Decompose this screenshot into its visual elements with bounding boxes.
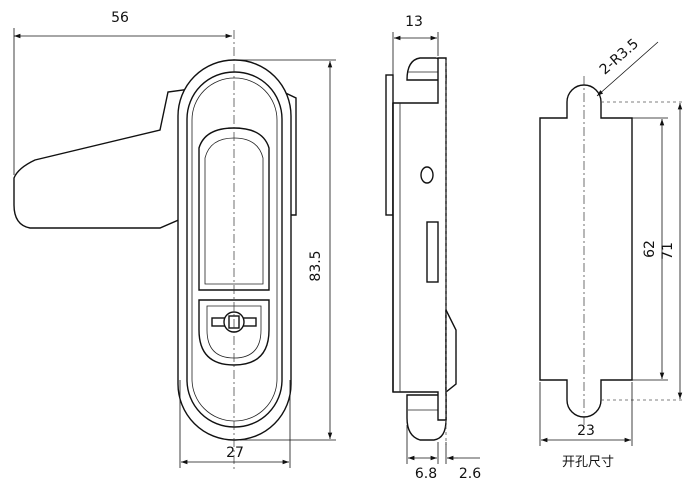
dim-label-71: 71 xyxy=(660,242,676,260)
recess-window xyxy=(198,127,270,291)
dim-label-27: 27 xyxy=(226,445,244,461)
handle-lever xyxy=(13,88,191,229)
dim-body-height: 83.5 xyxy=(240,59,336,441)
dim-label-r3-5: 2-R3.5 xyxy=(597,36,642,78)
dim-label-62: 62 xyxy=(642,240,658,258)
dim-cutout-71: 71 xyxy=(660,103,683,399)
front-view: 56 83.5 27 xyxy=(13,10,336,470)
dim-cutout-width: 23 xyxy=(539,382,633,446)
mounting-flange xyxy=(385,74,394,216)
escutcheon-rim xyxy=(191,77,278,422)
dim-label-83-5: 83.5 xyxy=(308,250,324,281)
dim-label-6-8: 6.8 xyxy=(415,466,437,481)
dim-label-13: 13 xyxy=(405,14,423,30)
dim-cutout-62: 62 xyxy=(642,119,665,379)
escutcheon-outer xyxy=(177,59,292,441)
dim-body-width: 27 xyxy=(179,380,291,468)
bottom-knob xyxy=(406,394,447,441)
side-view: 13 6.8 2.6 xyxy=(385,14,481,482)
latch-tongue xyxy=(445,309,457,394)
dim-side-parts: 6.8 2.6 xyxy=(406,425,481,482)
panel-cutout-outline xyxy=(539,84,633,418)
cutout-view: 2-R3.5 62 71 23 开孔尺寸 xyxy=(539,36,684,470)
recess-window-inner xyxy=(204,137,264,285)
dim-depth: 13 xyxy=(392,14,439,100)
cutout-caption: 开孔尺寸 xyxy=(562,455,614,470)
dim-label-2-6: 2.6 xyxy=(459,466,481,481)
dim-label-23: 23 xyxy=(577,423,595,439)
dim-label-56: 56 xyxy=(111,10,129,26)
pin-hole xyxy=(420,166,434,184)
cam-window xyxy=(426,221,439,283)
dim-handle-length: 56 xyxy=(13,10,232,175)
dim-slot-radius: 2-R3.5 xyxy=(596,36,659,97)
escutcheon-inner xyxy=(186,71,283,428)
